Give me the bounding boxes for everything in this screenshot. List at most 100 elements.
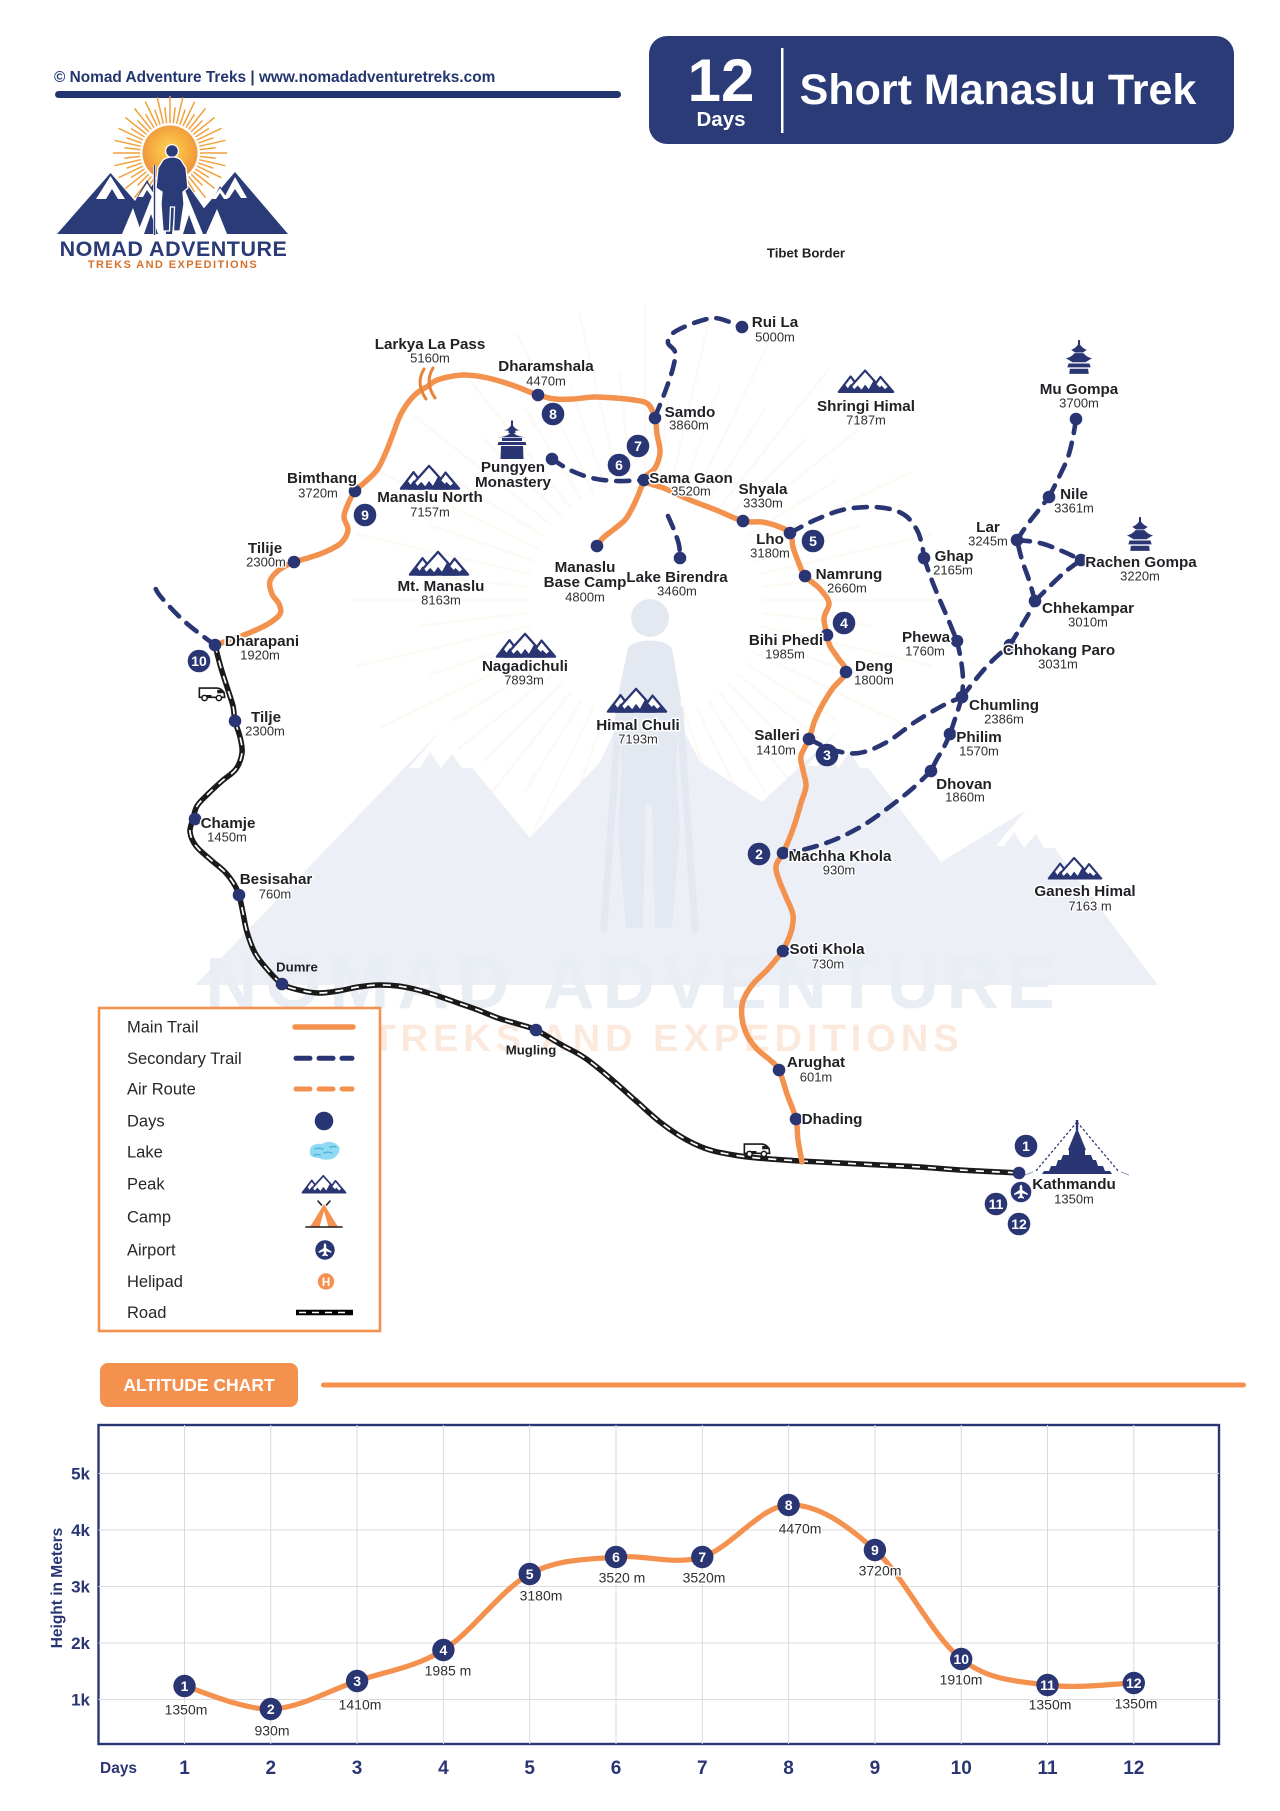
svg-text:Helipad: Helipad — [127, 1273, 183, 1291]
svg-text:2k: 2k — [71, 1634, 90, 1653]
svg-text:7: 7 — [634, 438, 642, 454]
svg-text:Samdo: Samdo — [665, 404, 716, 421]
svg-text:1910m: 1910m — [940, 1672, 983, 1688]
svg-text:2: 2 — [267, 1701, 275, 1717]
svg-text:6: 6 — [611, 1758, 622, 1779]
svg-text:Rachen Gompa: Rachen Gompa — [1085, 554, 1197, 571]
svg-text:8: 8 — [785, 1497, 793, 1513]
svg-text:2386m: 2386m — [984, 712, 1024, 727]
svg-text:10: 10 — [953, 1651, 969, 1667]
svg-text:1860m: 1860m — [945, 790, 985, 805]
svg-text:Secondary Trail: Secondary Trail — [127, 1050, 242, 1068]
svg-text:11: 11 — [1037, 1758, 1058, 1779]
svg-text:7157m: 7157m — [410, 505, 450, 520]
svg-text:Kathmandu: Kathmandu — [1032, 1176, 1116, 1193]
svg-text:4470m: 4470m — [526, 374, 566, 389]
svg-text:4k: 4k — [71, 1521, 90, 1540]
svg-text:NOMAD ADVENTURE: NOMAD ADVENTURE — [60, 237, 288, 261]
svg-text:Ganesh Himal: Ganesh Himal — [1034, 883, 1135, 900]
svg-text:Main Trail: Main Trail — [127, 1019, 199, 1037]
svg-text:1: 1 — [179, 1758, 190, 1779]
svg-text:Tilije: Tilije — [248, 540, 282, 557]
svg-text:Days: Days — [696, 108, 745, 131]
svg-text:Mt. Manaslu: Mt. Manaslu — [398, 578, 485, 595]
svg-text:Phewa: Phewa — [902, 629, 951, 646]
svg-text:601m: 601m — [800, 1070, 833, 1085]
svg-text:Larkya La Pass: Larkya La Pass — [375, 336, 486, 353]
svg-text:1985 m: 1985 m — [425, 1663, 472, 1679]
svg-text:5160m: 5160m — [410, 351, 450, 366]
svg-text:Height in Meters: Height in Meters — [49, 1528, 66, 1649]
svg-text:Machha Khola: Machha Khola — [789, 848, 893, 865]
svg-text:3460m: 3460m — [657, 584, 697, 599]
svg-text:3180m: 3180m — [750, 546, 790, 561]
svg-text:5k: 5k — [71, 1465, 90, 1484]
svg-text:10: 10 — [191, 653, 207, 669]
svg-text:7: 7 — [697, 1758, 708, 1779]
svg-text:3220m: 3220m — [1120, 569, 1160, 584]
svg-text:12: 12 — [1011, 1216, 1027, 1232]
svg-text:1: 1 — [1022, 1138, 1030, 1154]
svg-text:4: 4 — [438, 1758, 449, 1779]
svg-text:© Nomad Adventure Treks | www.: © Nomad Adventure Treks | www.nomadadven… — [54, 69, 495, 86]
svg-text:7: 7 — [698, 1549, 706, 1565]
svg-text:Sama Gaon: Sama Gaon — [649, 470, 733, 487]
svg-text:1350m: 1350m — [1054, 1192, 1094, 1207]
svg-text:Days: Days — [100, 1760, 137, 1777]
svg-text:8: 8 — [783, 1758, 794, 1779]
svg-text:Salleri: Salleri — [754, 727, 800, 744]
svg-text:3k: 3k — [71, 1578, 90, 1597]
svg-text:3720m: 3720m — [298, 486, 338, 501]
svg-text:1410m: 1410m — [756, 743, 796, 758]
svg-text:3330m: 3330m — [743, 496, 783, 511]
svg-text:Chhokang Paro: Chhokang Paro — [1003, 642, 1115, 659]
svg-text:Nagadichuli: Nagadichuli — [482, 658, 568, 675]
svg-text:3: 3 — [352, 1758, 363, 1779]
svg-text:930m: 930m — [254, 1723, 289, 1739]
svg-text:5: 5 — [524, 1758, 535, 1779]
svg-text:Bimthang: Bimthang — [287, 470, 357, 487]
svg-text:8: 8 — [549, 406, 557, 422]
svg-text:3031m: 3031m — [1038, 657, 1078, 672]
svg-text:4: 4 — [440, 1642, 448, 1658]
svg-text:7893m: 7893m — [504, 673, 544, 688]
svg-text:Base Camp: Base Camp — [544, 574, 627, 591]
svg-text:7187m: 7187m — [846, 413, 886, 428]
svg-text:Camp: Camp — [127, 1209, 171, 1227]
svg-text:2: 2 — [755, 846, 763, 862]
svg-text:Dhovan: Dhovan — [936, 776, 992, 793]
svg-text:4470m: 4470m — [779, 1521, 822, 1537]
svg-text:Dhading: Dhading — [802, 1111, 863, 1128]
svg-text:Days: Days — [127, 1113, 165, 1131]
svg-text:1800m: 1800m — [854, 673, 894, 688]
svg-text:3700m: 3700m — [1059, 396, 1099, 411]
svg-text:Manaslu North: Manaslu North — [377, 489, 482, 506]
svg-text:3520m: 3520m — [683, 1570, 726, 1586]
svg-text:Philim: Philim — [956, 729, 1002, 746]
svg-text:11: 11 — [1040, 1677, 1055, 1693]
svg-text:5: 5 — [809, 533, 817, 549]
svg-text:TREKS AND EXPEDITIONS: TREKS AND EXPEDITIONS — [372, 1018, 963, 1060]
svg-text:3361m: 3361m — [1054, 501, 1094, 516]
svg-text:2660m: 2660m — [827, 581, 867, 596]
svg-text:1985m: 1985m — [765, 647, 805, 662]
svg-text:6: 6 — [612, 1549, 620, 1565]
svg-text:1: 1 — [181, 1678, 189, 1694]
svg-text:1350m: 1350m — [1029, 1697, 1072, 1713]
svg-text:Besisahar: Besisahar — [240, 871, 313, 888]
svg-text:Monastery: Monastery — [475, 474, 552, 491]
svg-text:760m: 760m — [259, 887, 292, 902]
svg-text:Manaslu: Manaslu — [555, 559, 616, 576]
svg-text:3520m: 3520m — [671, 484, 711, 499]
svg-text:Tibet Border: Tibet Border — [767, 246, 845, 261]
svg-text:3: 3 — [823, 747, 831, 763]
svg-text:Dharapani: Dharapani — [225, 633, 299, 650]
svg-text:12: 12 — [1126, 1675, 1142, 1691]
svg-text:4: 4 — [840, 615, 848, 631]
svg-text:2300m: 2300m — [246, 555, 286, 570]
svg-text:12: 12 — [688, 47, 755, 114]
svg-text:2300m: 2300m — [245, 724, 285, 739]
svg-text:3180m: 3180m — [520, 1588, 563, 1604]
svg-text:1350m: 1350m — [1115, 1696, 1158, 1712]
svg-text:Chhekampar: Chhekampar — [1042, 600, 1134, 617]
